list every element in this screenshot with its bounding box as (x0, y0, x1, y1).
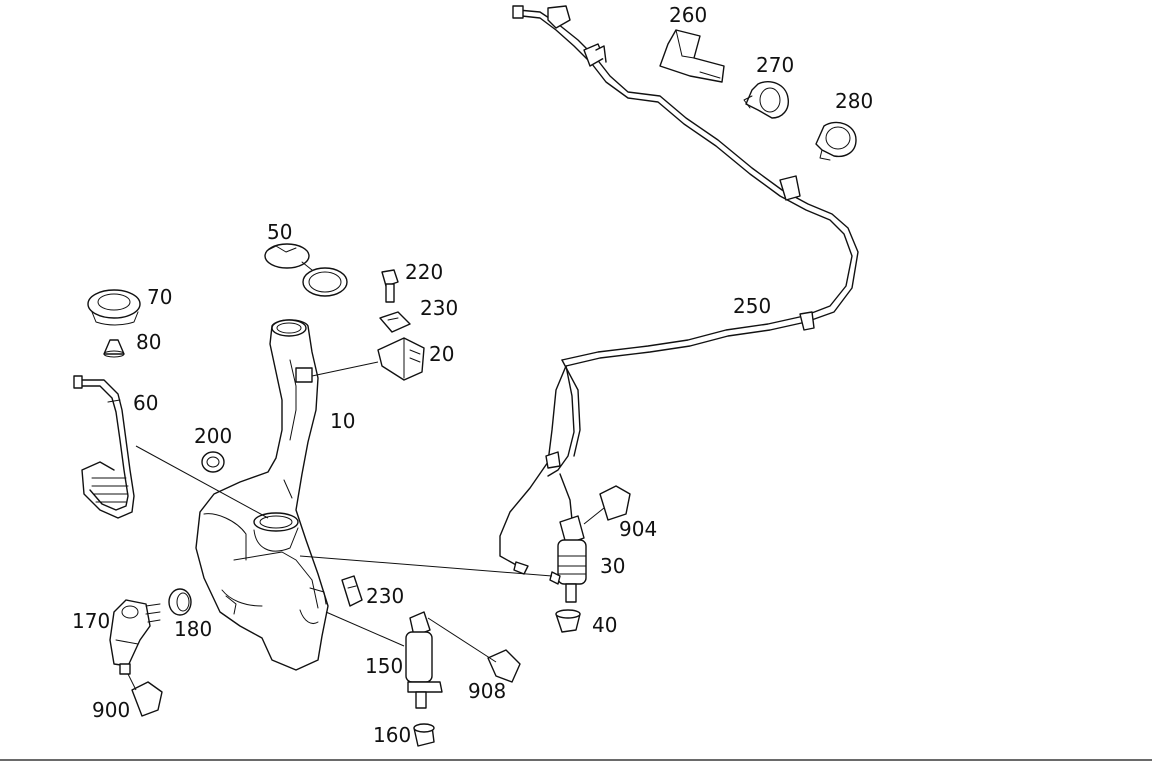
part-70-grommet (87, 289, 141, 326)
label-260: 260 (669, 3, 707, 27)
label-230-upper: 230 (420, 296, 458, 320)
label-150: 150 (365, 654, 403, 678)
leader-lines (127, 361, 605, 691)
label-30: 30 (600, 554, 625, 578)
label-10: 10 (330, 409, 355, 433)
label-250: 250 (733, 294, 771, 318)
part-10-washer-reservoir (195, 319, 329, 671)
label-80: 80 (136, 330, 161, 354)
label-60: 60 (133, 391, 158, 415)
washer-hose-line (499, 5, 859, 575)
part-270-hose-clip (743, 80, 789, 119)
label-900: 900 (92, 698, 130, 722)
label-220: 220 (405, 260, 443, 284)
part-230-nut-lower (341, 575, 363, 607)
label-904: 904 (619, 517, 657, 541)
label-280: 280 (835, 89, 873, 113)
part-230-nut-upper (379, 311, 411, 333)
part-30-washer-pump (549, 515, 587, 603)
label-40: 40 (592, 613, 617, 637)
part-900-connector (131, 681, 163, 717)
part-200-grommet (201, 451, 225, 473)
label-230-lower: 230 (366, 584, 404, 608)
label-170: 170 (72, 609, 110, 633)
part-150-washer-pump (405, 611, 443, 709)
part-number-labels: 260 270 280 50 220 230 20 70 80 60 10 20… (72, 3, 873, 747)
part-260-hose-bracket (659, 29, 725, 83)
label-160: 160 (373, 723, 411, 747)
part-50-filler-cap (264, 243, 348, 297)
label-20: 20 (429, 342, 454, 366)
part-20-mounting-bracket (377, 337, 425, 381)
label-270: 270 (756, 53, 794, 77)
part-908-connector (487, 649, 521, 683)
part-280-hose-clip (815, 121, 857, 161)
label-50: 50 (267, 220, 292, 244)
part-170-level-sensor (109, 599, 161, 675)
part-904-connector (599, 485, 631, 521)
part-180-grommet (168, 588, 192, 616)
label-200: 200 (194, 424, 232, 448)
part-60-filler-tube (73, 375, 135, 519)
label-70: 70 (147, 285, 172, 309)
label-908: 908 (468, 679, 506, 703)
label-180: 180 (174, 617, 212, 641)
part-220-bolt (381, 269, 399, 303)
part-40-grommet (555, 609, 581, 633)
part-160-grommet (413, 723, 435, 747)
part-80-plug (103, 339, 125, 358)
